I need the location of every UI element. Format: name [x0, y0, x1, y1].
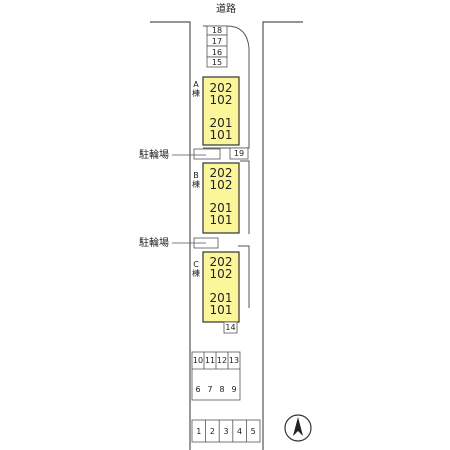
building-b-outline [202, 162, 240, 234]
stall-19 [229, 147, 249, 160]
building-b-label-latin: B [193, 171, 199, 180]
bicycle-parking-1-label: 駐輪場 [139, 148, 169, 161]
building-a-outline [202, 76, 240, 146]
building-c-label-latin: C [193, 260, 199, 269]
stall-18-label: 18 [212, 26, 222, 35]
building-a-label-kanji: 棟 [192, 88, 200, 98]
stall-9-label: 9 [231, 385, 236, 394]
stall-11-label: 11 [205, 356, 215, 365]
building-a-label-latin: A [193, 80, 199, 89]
stall-19-label: 19 [234, 149, 244, 158]
building-c-unit-201: 201 [210, 291, 233, 305]
stall-8-label: 8 [219, 385, 224, 394]
building-b-unit-102: 102 [210, 178, 233, 192]
stall-15-label: 15 [212, 58, 222, 67]
building-c-label-kanji: 棟 [192, 268, 200, 278]
stall-15 [206, 56, 228, 68]
building-a-unit-202: 202 [210, 81, 233, 95]
building-c-unit-101: 101 [210, 303, 233, 317]
north-arrow-icon [284, 414, 312, 442]
bicycle-parking-2-label: 駐輪場 [139, 236, 169, 249]
building-a-unit-102: 102 [210, 93, 233, 107]
building-b-unit-101: 101 [210, 213, 233, 227]
building-a-unit-201: 201 [210, 116, 233, 130]
stall-2-label: 2 [210, 427, 215, 436]
stall-7-label: 7 [207, 385, 212, 394]
building-b-label-kanji: 棟 [192, 179, 200, 189]
building-b-side-line [240, 160, 250, 234]
road-edge-right [262, 21, 303, 450]
stall-16-label: 16 [212, 48, 222, 57]
bicycle-parking-2: 駐輪場 [139, 236, 219, 249]
bicycle-parking-1-area [193, 148, 221, 160]
top-parking-outline [203, 25, 250, 149]
stall-6-label: 6 [195, 385, 200, 394]
stall-5-label: 5 [251, 427, 256, 436]
stall-14-label: 14 [225, 323, 235, 332]
bottom-row-outline [191, 419, 261, 443]
building-a-unit-101: 101 [210, 128, 233, 142]
building-c: 202 102 201 101 C 棟 [192, 245, 250, 323]
bicycle-parking-1: 駐輪場 19 [139, 147, 249, 161]
parking-lot-grid: 10 11 12 13 6 7 8 9 [191, 351, 241, 401]
building-a: 202 102 201 101 A 棟 [192, 76, 240, 146]
road-label: 道路 [216, 2, 236, 15]
stall-14-group: 14 [223, 321, 238, 334]
top-parking-block: 18 17 16 15 [203, 25, 250, 149]
road-edge-left [150, 21, 191, 450]
stall-10-label: 10 [193, 356, 203, 365]
stall-17-label: 17 [212, 37, 222, 46]
building-c-side-line [238, 245, 250, 308]
building-c-unit-202: 202 [210, 255, 233, 269]
road: 道路 [150, 2, 303, 450]
building-c-unit-102: 102 [210, 267, 233, 281]
bottom-parking-row: 1 2 3 4 5 [191, 419, 261, 443]
building-b-unit-201: 201 [210, 201, 233, 215]
building-c-outline [202, 251, 240, 323]
stall-1-label: 1 [196, 427, 201, 436]
north-arrow-pointer [293, 417, 303, 436]
stall-12-label: 12 [217, 356, 227, 365]
building-b: 202 102 201 101 B 棟 [192, 160, 250, 234]
stall-14 [223, 321, 238, 334]
stall-3-label: 3 [223, 427, 228, 436]
building-b-unit-202: 202 [210, 166, 233, 180]
stall-4-label: 4 [237, 427, 242, 436]
stall-13-label: 13 [229, 356, 239, 365]
